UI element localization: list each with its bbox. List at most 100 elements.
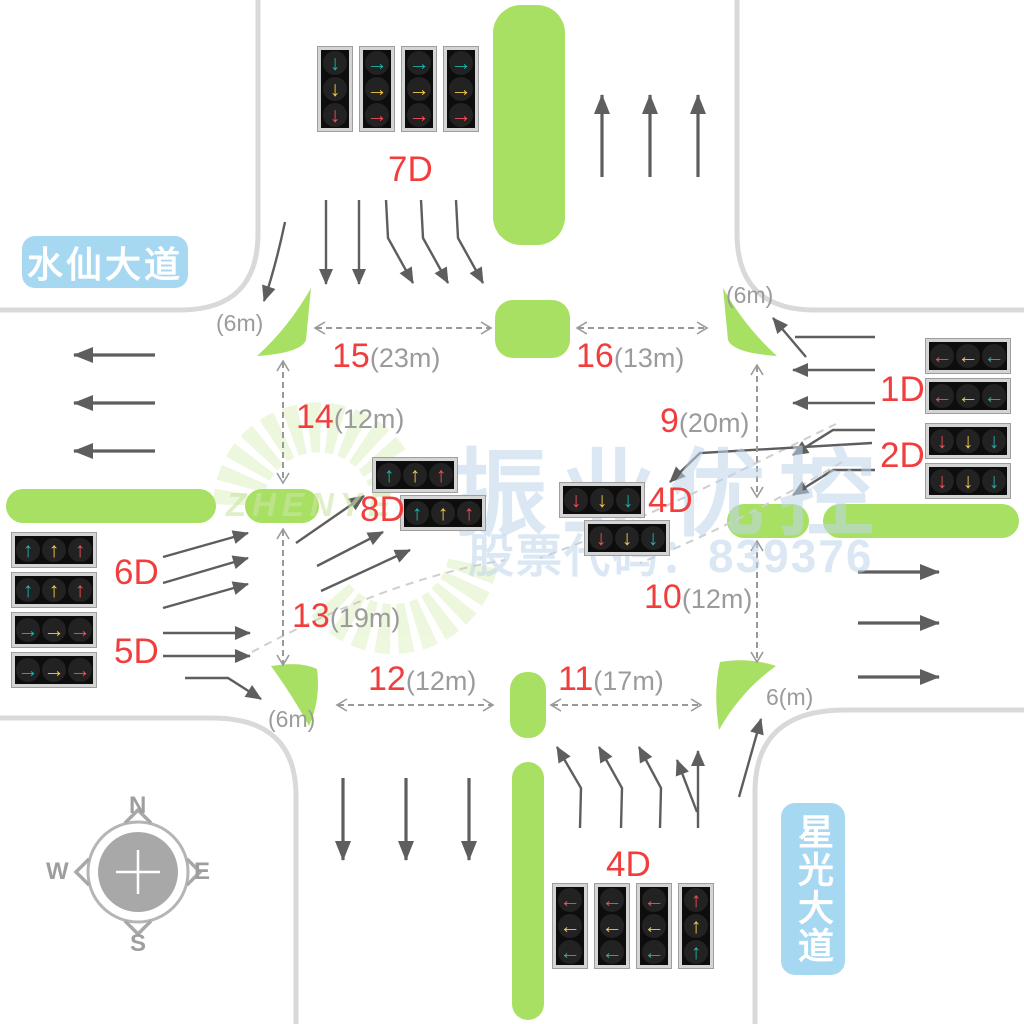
compass-letter-e: E [194,858,211,885]
signal-label-2d: 2D [880,436,925,475]
down-arrow-light: ↓ [956,429,980,453]
signal-panel: ←←← [595,884,629,968]
median-south [512,762,544,1020]
left-arrow-light: ← [956,344,980,368]
up-arrow-light: ↑ [68,538,92,562]
south-approach-arrow [597,746,624,829]
signal-panel: ←←← [926,379,1010,413]
signal-group-7d: ↓↓↓→→→→→→→→→ [318,47,478,131]
down-arrow-light: ↓ [641,526,665,550]
median-west-stub [245,489,319,523]
right-arrow-light: → [407,51,431,75]
left-arrow-light: ← [642,940,666,964]
signal-group-1d: ←←←←←← [926,339,1010,413]
center-guide-arrow [316,530,384,568]
signal-group-2d: ↓↓↓↓↓↓ [926,424,1010,498]
right-arrow-light: → [449,103,473,127]
corner-top-left [0,0,261,313]
up-arrow-light: ↑ [16,578,40,602]
up-arrow-light: ↑ [68,578,92,602]
down-arrow-light: ↓ [930,469,954,493]
right-arrow-light: → [449,77,473,101]
up-arrow-light: ↑ [42,578,66,602]
approach-arrows [162,199,875,829]
left-arrow-light: ← [642,888,666,912]
down-arrow-light: ↓ [589,526,613,550]
median-north [493,5,565,245]
left-arrow-light: ← [558,914,582,938]
measurement-label-12: 12(12m) [368,660,476,699]
island-top-right [723,288,777,356]
center-guide-arrow [320,548,411,593]
measure-distance: (12m) [405,666,477,696]
down-arrow-light: ↓ [323,103,347,127]
east-pointer-arrow [792,468,875,497]
signal-panel: ↑↑↑ [12,573,96,607]
left-arrow-light: ← [982,344,1006,368]
medians-and-islands [6,5,1019,1020]
left-arrow-light: ← [930,384,954,408]
down-arrow-light: ↓ [616,488,640,512]
left-arrow-light: ← [982,384,1006,408]
corner-width-bottom-left: (6m) [268,706,316,732]
signal-panel: →→→ [360,47,394,131]
left-arrow-light: ← [930,344,954,368]
right-arrow-light: → [449,51,473,75]
signal-panel: ↓↓↓ [585,521,669,555]
north-approach-arrow [454,199,485,284]
compass-chevron-south [123,919,153,937]
measure-number: 11 [558,660,594,698]
north-approach-arrow [419,199,450,284]
signal-panel: →→→ [12,653,96,687]
measurement-label-9: 9(20m) [660,402,749,441]
island-bottom-left [271,664,318,726]
left-arrow-light: ← [600,940,624,964]
compass-letter-s: S [130,930,147,957]
measure-distance: (19m) [329,603,401,633]
up-arrow-light: ↑ [429,463,453,487]
lane-direction-arrows [73,94,940,861]
signal-group-5d: →→→→→→ [12,613,96,687]
up-arrow-light: ↑ [405,501,429,525]
corner-bottom-right [752,707,1024,1024]
measurement-label-13: 13(19m) [292,597,400,636]
up-arrow-light: ↑ [16,538,40,562]
measure-distance: (23m) [369,343,441,373]
up-arrow-light: ↑ [684,940,708,964]
signal-panel: ↑↑↑ [373,458,457,492]
up-arrow-light: ↑ [431,501,455,525]
down-arrow-light: ↓ [982,429,1006,453]
down-arrow-light: ↓ [564,488,588,512]
right-arrow-light: → [365,103,389,127]
down-arrow-light: ↓ [323,77,347,101]
down-arrow-light: ↓ [982,469,1006,493]
compass-letter-n: N [129,792,147,819]
right-arrow-light: → [68,658,92,682]
measure-number: 14 [296,398,334,436]
median-east [823,504,1019,538]
compass-chevron-north [123,807,153,825]
signal-panel: →→→ [402,47,436,131]
signal-label-8d: 8D [360,490,405,529]
measure-number: 12 [368,660,406,698]
signal-panel: ↓↓↓ [926,424,1010,458]
up-arrow-light: ↑ [684,888,708,912]
signal-label-6d: 6D [114,553,159,592]
measurement-label-10: 10(12m) [644,578,752,617]
south-approach-arrow [555,746,583,829]
up-arrow-light: ↑ [42,538,66,562]
measure-distance: (17m) [593,666,664,696]
corner-bottom-left [0,715,299,1024]
left-arrow-light: ← [558,888,582,912]
signal-panel: ←←← [926,339,1010,373]
corner-top-right [734,0,1024,313]
corner-width-bottom-right: 6(m) [766,684,814,710]
right-arrow-light: → [16,618,40,642]
right-arrow-light: → [365,51,389,75]
measurement-label-11: 11(17m) [558,660,664,699]
measurement-label-14: 14(12m) [296,398,404,437]
right-arrow-light: → [42,618,66,642]
south-approach-arrow [637,746,663,829]
down-arrow-light: ↓ [323,51,347,75]
